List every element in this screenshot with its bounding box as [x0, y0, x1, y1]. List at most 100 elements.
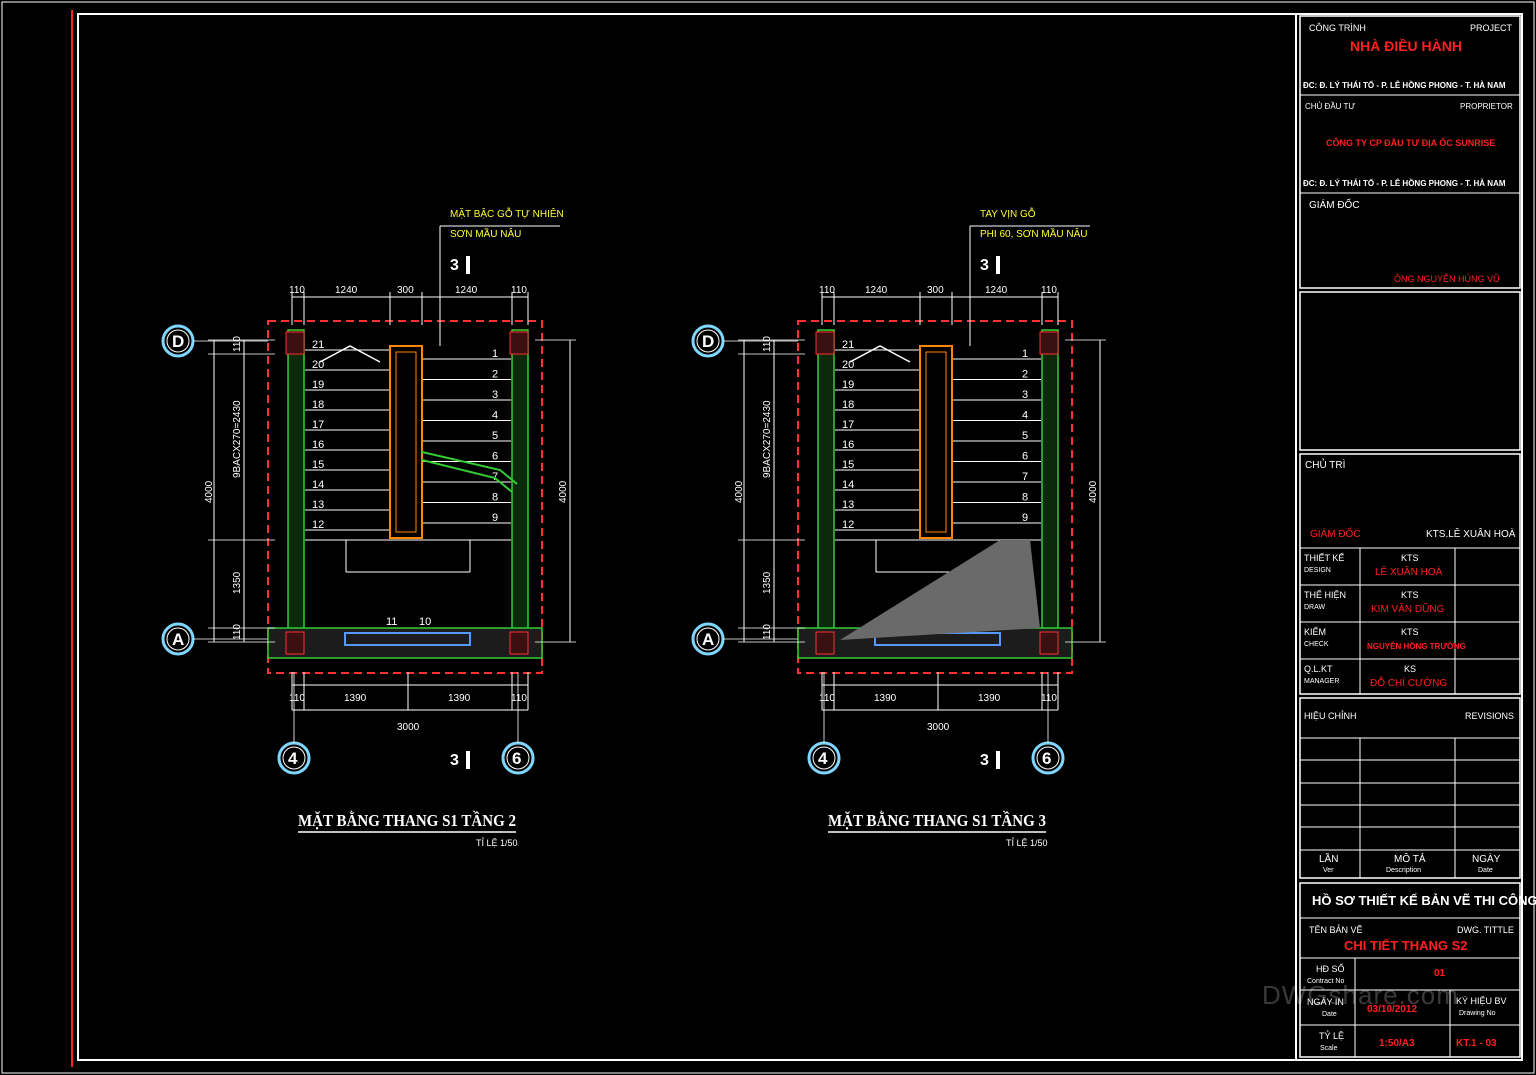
dim-text-vertical: 110: [762, 336, 773, 352]
dim-text: 1240: [985, 285, 1008, 296]
dim-text-vertical: 110: [762, 624, 773, 640]
step-number: 5: [492, 430, 498, 442]
dim-text: 110: [1041, 693, 1057, 704]
dwg-title: CHI TIẾT THANG S2: [1344, 938, 1468, 953]
stair-plan-3: 123456789212019181716151413121110TAY VỊN…: [691, 207, 1106, 848]
column: [285, 331, 305, 355]
step-number: 4: [1022, 410, 1028, 422]
scale-label-en: Scale: [1320, 1045, 1338, 1052]
chief-name: KTS.LÊ XUÂN HOÀ: [1426, 529, 1516, 540]
axis-bubble-4-label: 4: [818, 749, 828, 768]
role-manager-title: KS: [1404, 664, 1417, 674]
section-mark-bar: [466, 751, 470, 769]
section-mark: 3: [980, 752, 989, 769]
dim-text: 110: [819, 285, 835, 296]
print-date: 03/10/2012: [1367, 1004, 1418, 1015]
step-number: 17: [842, 419, 854, 431]
dim-text: 1240: [455, 285, 478, 296]
window: [344, 632, 471, 646]
owner-label-en: PROPRIETOR: [1460, 102, 1513, 111]
step-number: 14: [312, 479, 324, 491]
dim-text: 1240: [865, 285, 888, 296]
axis-bubble-d-label: D: [702, 332, 714, 351]
role-draw-label-en: DRAW: [1304, 604, 1326, 611]
step-number: 6: [1022, 451, 1028, 463]
step-number: 9: [492, 512, 498, 524]
drawing-no-label: KÝ HIỆU BV: [1456, 996, 1507, 1006]
scale-label: TỶ LỆ: [1319, 1031, 1345, 1041]
revisions-label-en: REVISIONS: [1465, 711, 1515, 721]
step-number: 4: [492, 410, 498, 422]
role-check-label: KIỂM: [1304, 627, 1327, 637]
section-mark: 3: [450, 752, 459, 769]
section-mark-bar: [996, 256, 1000, 274]
plan-title: MẶT BẰNG THANG S1 TẦNG 3: [828, 811, 1046, 830]
contract-label-en: Contract No: [1307, 978, 1345, 985]
section-mark: 3: [980, 257, 989, 274]
dim-text-vertical: 110: [232, 336, 243, 352]
axis-bubble-4-label: 4: [288, 749, 298, 768]
dossier-title: HỒ SƠ THIẾT KẾ BẢN VẼ THI CÔNG: [1312, 893, 1536, 908]
dim-text-vertical: 9BACX270=2430: [762, 400, 773, 478]
step-number: 16: [842, 439, 854, 451]
date-label: NGÀY IN: [1307, 997, 1344, 1007]
director-name: ÔNG NGUYỄN HÙNG VŨ: [1394, 274, 1500, 284]
dim-text-vertical: 110: [232, 624, 243, 640]
project-label: CÔNG TRÌNH: [1309, 23, 1366, 33]
role-draw-name: KIM VĂN DŨNG: [1371, 604, 1445, 615]
dim-text: 3000: [927, 722, 950, 733]
break-line: [421, 451, 518, 485]
dim-text-vertical: 4000: [204, 480, 215, 503]
dim-text: 110: [1041, 285, 1057, 296]
plan-scale-note: TỈ LỆ 1/50: [1006, 837, 1048, 848]
axis-bubble-a-inner: [696, 627, 720, 651]
dim-text: 1240: [335, 285, 358, 296]
dim-text: 3000: [397, 722, 420, 733]
chief-label: CHỦ TRÌ: [1305, 460, 1346, 471]
axis-bubble-4-inner: [282, 746, 306, 770]
axis-bubble-d-inner: [696, 329, 720, 353]
revisions-label: HIỆU CHỈNH: [1304, 711, 1357, 721]
rev-ver-label-en: Ver: [1323, 867, 1334, 874]
role-manager-label: Q.L.KT: [1304, 664, 1333, 674]
dim-text-vertical: 4000: [1088, 480, 1099, 503]
plan-boundary: [797, 320, 1073, 674]
role-manager-label-en: MANAGER: [1304, 678, 1340, 685]
role-check-name: NGUYỄN HỒNG TRƯỜNG: [1367, 642, 1466, 651]
plan-boundary: [267, 320, 543, 674]
axis-bubble-6-label: 6: [512, 749, 521, 768]
axis-bubble-a-label: A: [172, 630, 184, 649]
owner-label: CHỦ ĐẦU TƯ: [1305, 102, 1356, 111]
left-wall: [287, 329, 305, 641]
column: [815, 331, 835, 355]
step-number: 18: [842, 399, 854, 411]
dim-text-vertical: 4000: [558, 480, 569, 503]
role-manager-name: ĐỖ CHÍ CƯỜNG: [1370, 678, 1448, 689]
owner-address: ĐC: Đ. LÝ THÁI TỔ - P. LÊ HỒNG PHONG - T…: [1303, 179, 1506, 188]
step-number: 15: [842, 459, 854, 471]
step-number: 2: [492, 369, 498, 381]
stair-core: [389, 345, 423, 539]
section-mark-bar: [466, 256, 470, 274]
axis-bubble-6-inner: [506, 746, 530, 770]
section-mark-bar: [996, 751, 1000, 769]
column: [285, 631, 305, 655]
dim-text: 1390: [344, 693, 367, 704]
watermark: DWGshare.com: [1262, 980, 1459, 1010]
step-number: 8: [492, 492, 498, 504]
column: [509, 631, 529, 655]
owner-name: CÔNG TY CP ĐẦU TƯ ĐỊA ỐC SUNRISE: [1326, 138, 1496, 148]
handrail: [319, 345, 381, 363]
dwg-title-label-en: DWG. TITTLE: [1457, 925, 1514, 935]
dim-text-vertical: 9BACX270=2430: [232, 400, 243, 478]
dim-text-vertical: 1350: [232, 571, 243, 594]
stair-core-inner: [395, 351, 417, 533]
role-design-name: LÊ XUÂN HOÀ: [1375, 567, 1443, 578]
step-number: 14: [842, 479, 854, 491]
dim-text-vertical: 4000: [734, 480, 745, 503]
plan-scale-note: TỈ LỆ 1/50: [476, 837, 518, 848]
dim-text: 110: [511, 693, 527, 704]
rev-date-label: NGÀY: [1472, 854, 1501, 865]
